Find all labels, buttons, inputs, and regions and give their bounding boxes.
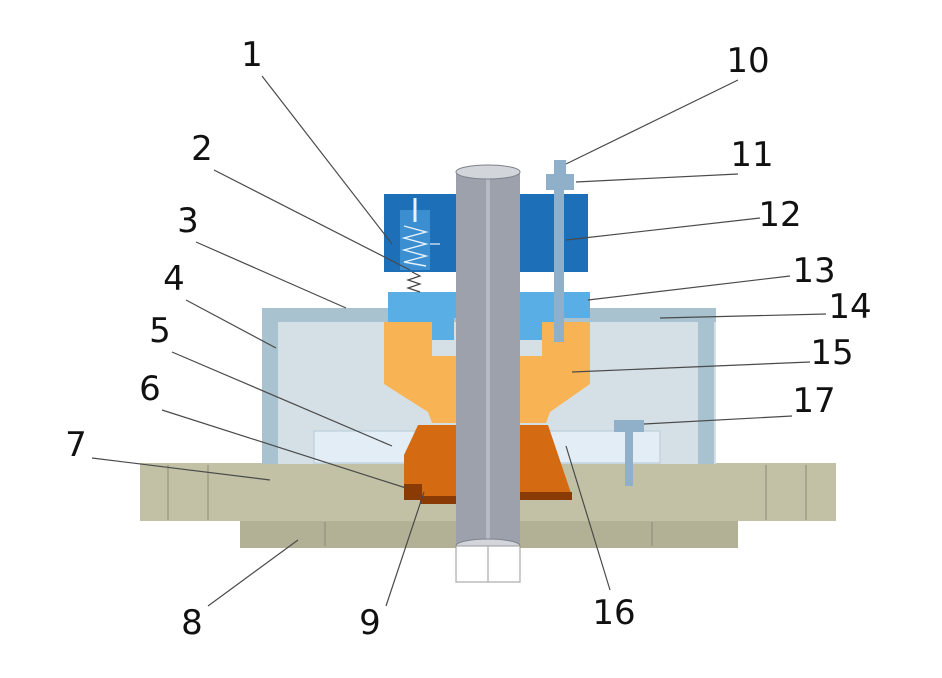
bolt-17 [614, 420, 644, 486]
leader-line-15 [571, 361, 811, 373]
shaft [455, 164, 521, 583]
nut-11 [546, 174, 574, 190]
leader-line-12 [565, 217, 761, 241]
leader-line-5 [171, 351, 393, 447]
leader-line-9 [385, 491, 425, 607]
leader-line-7 [91, 457, 271, 481]
leader-line-10 [565, 79, 739, 165]
leader-lines [91, 75, 827, 607]
leader-line-16 [565, 445, 611, 591]
leader-line-13 [587, 275, 791, 301]
callout-12: 12 [758, 195, 801, 235]
callout-13: 13 [792, 251, 835, 291]
callout-5: 5 [149, 311, 171, 351]
callout-1: 1 [241, 35, 263, 75]
callout-14: 14 [828, 287, 871, 327]
shaft-highlight [486, 172, 490, 546]
callout-10: 10 [726, 41, 769, 81]
callout-9: 9 [359, 603, 381, 643]
leader-line-6 [161, 409, 407, 489]
callout-17: 17 [792, 381, 835, 421]
leader-line-17 [643, 415, 793, 425]
tie-rod-shank [554, 180, 564, 342]
callout-16: 16 [592, 593, 635, 633]
bolt-shank [625, 432, 633, 486]
lower-seal-steps [404, 484, 572, 504]
callout-6: 6 [139, 369, 161, 409]
bolt-head [614, 420, 644, 432]
leader-line-14 [659, 313, 827, 319]
housing-right-wall [698, 308, 714, 464]
callout-8: 8 [181, 603, 203, 643]
leader-line-1 [261, 75, 393, 245]
callout-15: 15 [810, 333, 853, 373]
leader-line-8 [207, 539, 299, 607]
tie-rod [546, 160, 574, 342]
callout-3: 3 [177, 201, 199, 241]
callout-4: 4 [163, 259, 185, 299]
leader-line-4 [185, 299, 277, 349]
rod-end-10 [554, 160, 566, 176]
callout-2: 2 [191, 129, 213, 169]
base-plate-joints [167, 465, 807, 520]
leader-line-2 [213, 169, 411, 271]
callout-11: 11 [730, 135, 773, 175]
leader-line-11 [575, 173, 739, 183]
spring-2 [406, 271, 422, 293]
leader-line-3 [195, 241, 347, 309]
callout-7: 7 [65, 425, 87, 465]
housing-left-wall [262, 308, 278, 464]
spring-coil [401, 225, 429, 267]
callout-labels: 1 2 3 4 5 6 7 8 9 10 11 12 13 14 15 16 1… [65, 35, 871, 643]
